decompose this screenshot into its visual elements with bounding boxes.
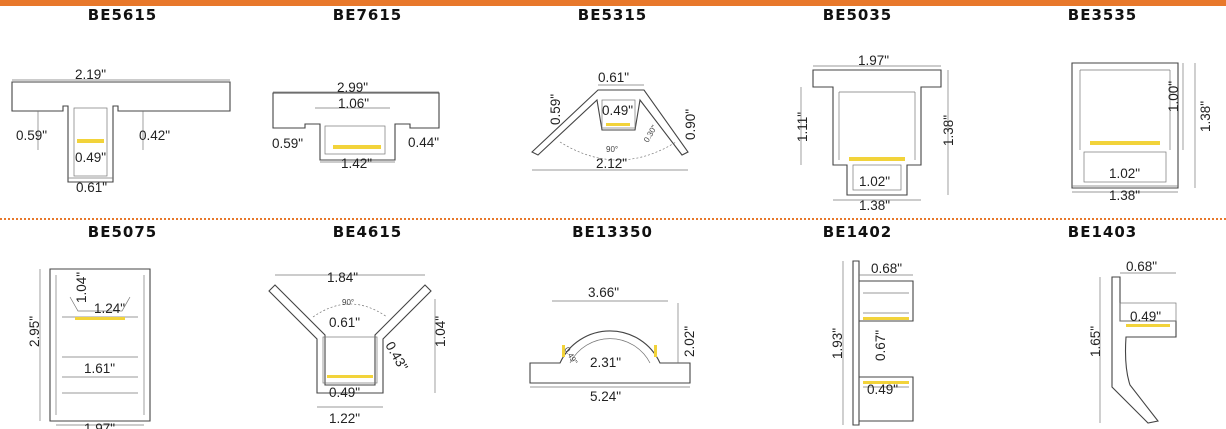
- dim-label: 0.67": [873, 330, 888, 361]
- dim-label: 1.93": [830, 328, 845, 359]
- profile-card-be1402: 1.93" 0.68" 0.67" 0.49" BE1402: [735, 217, 980, 429]
- dim-label: 1.00": [1166, 81, 1181, 112]
- row-separator: [0, 218, 1226, 220]
- profile-drawing-be4615: 1.84" 90° 0.61" 0.43" 1.04" 0.49" 1.22": [268, 270, 448, 426]
- dim-label: 2.95": [27, 316, 42, 347]
- profile-code: BE1403: [1067, 223, 1138, 241]
- profile-drawing-be5035: 1.97" 1.11" 1.38" 1.02" 1.38": [795, 53, 956, 212]
- dim-label: 1.97": [84, 421, 115, 429]
- profile-card-be7615: 2.99" 1.06" 0.59" 0.44" 1.42" BE7615: [245, 0, 490, 212]
- angle-label: 90°: [342, 298, 354, 307]
- dim-label: 0.61": [329, 315, 360, 330]
- dim-label: 1.04": [433, 316, 448, 347]
- profile-code: BE5075: [87, 223, 158, 241]
- profile-drawing-be5315: 0.61" 0.59" 0.49" 0.90" 0.30" 90° 2.12": [531, 70, 698, 171]
- dim-label: 1.38": [941, 115, 956, 146]
- dim-label: 1.02": [859, 174, 890, 189]
- profile-card-be5075: 2.95" 1.04" 1.24" 1.61" 1.97" BE5075: [0, 217, 245, 429]
- dim-label: 1.38": [1198, 101, 1213, 132]
- dim-label: 1.24": [94, 301, 125, 316]
- profile-card-be13350: 3.66" 0.49" 2.02" 2.31" 5.24" BE13350: [490, 217, 735, 429]
- profile-code: BE5315: [577, 6, 648, 24]
- dim-label: 0.43": [382, 339, 411, 374]
- dim-label: 0.49": [602, 103, 633, 118]
- dim-label: 1.38": [1109, 188, 1140, 203]
- profile-drawing-be13350: 3.66" 0.49" 2.02" 2.31" 5.24": [529, 285, 697, 404]
- dim-label: 0.49": [75, 150, 106, 165]
- dim-label: 0.90": [683, 109, 698, 140]
- dim-label: 0.68": [871, 261, 902, 276]
- dim-label: 0.49": [1130, 309, 1161, 324]
- profile-drawing-be1403: 0.68" 0.49" 1.65": [1088, 259, 1177, 424]
- dim-label: 0.59": [548, 94, 563, 125]
- dim-label: 5.24": [590, 389, 621, 404]
- profile-card-be1403: 0.68" 0.49" 1.65" BE1403: [980, 217, 1225, 429]
- profile-card-be3535: 1.00" 1.38" 1.02" 1.38" BE3535: [980, 0, 1225, 212]
- dim-label: 2.12": [596, 156, 627, 171]
- dim-label: 0.44": [408, 135, 439, 150]
- profile-code: BE4615: [332, 223, 403, 241]
- dim-label: 0.59": [272, 136, 303, 151]
- dim-label: 1.97": [858, 53, 889, 68]
- top-accent-bar: [0, 0, 1226, 6]
- dim-label: 2.19": [75, 67, 106, 82]
- profile-code: BE13350: [572, 223, 653, 241]
- dim-label: 1.42": [341, 156, 372, 171]
- profile-code: BE1402: [822, 223, 893, 241]
- dim-label: 2.02": [682, 326, 697, 357]
- dim-label: 0.61": [76, 180, 107, 195]
- profile-drawing-be7615: 2.99" 1.06" 0.59" 0.44" 1.42": [272, 80, 440, 171]
- dim-label: 2.31": [590, 355, 621, 370]
- profile-drawing-be1402: 1.93" 0.68" 0.67" 0.49": [830, 260, 914, 426]
- dim-label: 2.99": [337, 80, 368, 95]
- profile-drawing-be5615: 2.19" 0.59" 0.42" 0.49" 0.61": [11, 67, 231, 195]
- profile-card-be5035: 1.97" 1.11" 1.38" 1.02" 1.38" BE5035: [735, 0, 980, 212]
- dim-label: 1.22": [329, 411, 360, 426]
- dim-label: 0.42": [139, 128, 170, 143]
- dim-label: 0.49": [867, 382, 898, 397]
- dim-label: 1.02": [1109, 166, 1140, 181]
- profile-drawing-be3535: 1.00" 1.38" 1.02" 1.38": [1071, 62, 1213, 203]
- dim-label: 1.61": [84, 361, 115, 376]
- dim-label: 0.49": [329, 385, 360, 400]
- dim-label: 3.66": [588, 285, 619, 300]
- profile-code: BE7615: [332, 6, 403, 24]
- profile-drawing-be5075: 2.95" 1.04" 1.24" 1.61" 1.97": [27, 268, 151, 429]
- profile-card-be4615: 1.84" 90° 0.61" 0.43" 1.04" 0.49" 1.22" …: [245, 217, 490, 429]
- dim-label: 1.65": [1088, 326, 1103, 357]
- dim-label: 1.38": [859, 198, 890, 212]
- dim-label: 1.06": [338, 96, 369, 111]
- dim-label: 0.61": [598, 70, 629, 85]
- dim-label: 0.30": [642, 123, 659, 144]
- profile-code: BE5035: [822, 6, 893, 24]
- angle-label: 90°: [606, 145, 618, 154]
- dim-label: 1.84": [327, 270, 358, 285]
- profile-card-be5615: 2.19" 0.59" 0.42" 0.49" 0.61" BE5615: [0, 0, 245, 212]
- dim-label: 1.11": [795, 112, 810, 142]
- profile-code: BE3535: [1067, 6, 1138, 24]
- profile-card-be5315: 0.61" 0.59" 0.49" 0.90" 0.30" 90° 2.12" …: [490, 0, 735, 212]
- profile-code: BE5615: [87, 6, 158, 24]
- dim-label: 0.59": [16, 128, 47, 143]
- dim-label: 0.68": [1126, 259, 1157, 274]
- dim-label: 1.04": [74, 272, 89, 303]
